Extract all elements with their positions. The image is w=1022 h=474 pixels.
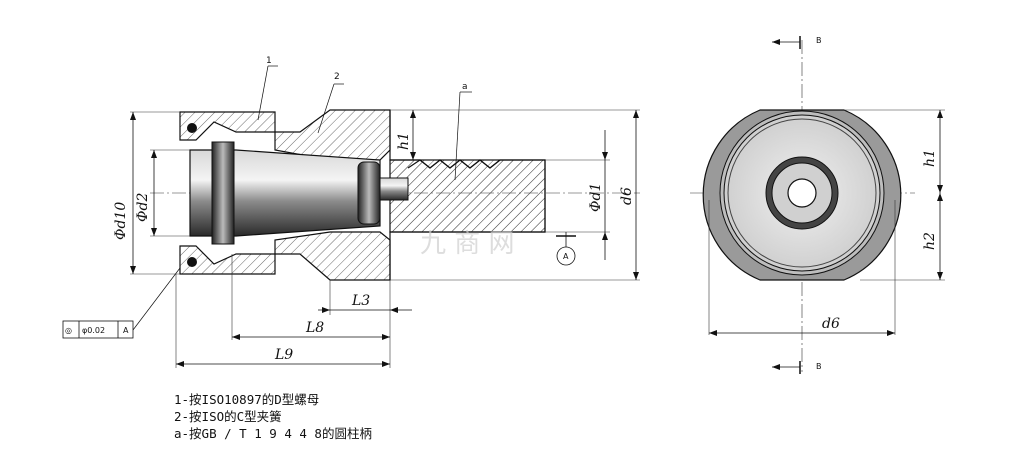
side-section-view: Φd10 Φd2 h1 Φd1 d6 L3 L8: [62, 56, 640, 368]
dim-h1-right: h1: [922, 149, 938, 167]
nut-top: [179, 111, 276, 141]
callout-2: 2: [334, 72, 340, 82]
section-B-bottom: B: [816, 362, 822, 371]
dim-d2: Φd2: [135, 193, 151, 222]
holder-top: [274, 109, 391, 161]
dim-d6-side: d6: [619, 187, 635, 205]
dim-d1: Φd1: [588, 183, 604, 212]
notes-list: 1-按ISO10897的D型螺母 2-按ISO的C型夹簧 a-按GB / T 1…: [174, 391, 372, 442]
datum-A: A: [563, 252, 569, 261]
nut-bottom: [179, 245, 276, 275]
dim-h2-right: h2: [922, 232, 938, 250]
holder-bottom: [274, 231, 391, 281]
note-1: 1-按ISO10897的D型螺母: [174, 392, 320, 407]
callout-1: 1: [266, 56, 272, 66]
note-3: a-按GB / T 1 9 4 4 8的圆柱柄: [174, 426, 372, 441]
tolerance-symbol: ◎: [65, 326, 72, 335]
note-2: 2-按ISO的C型夹簧: [174, 409, 282, 424]
dim-L8: L8: [305, 320, 324, 336]
dim-L3: L3: [351, 293, 370, 309]
tolerance-value: φ0.02: [82, 326, 105, 335]
dim-h1-left: h1: [396, 132, 412, 150]
dim-d10: Φd10: [113, 202, 129, 240]
section-B-top: B: [816, 36, 822, 45]
tolerance-datum: A: [123, 326, 129, 335]
dim-d6-bottom: d6: [822, 316, 840, 332]
dim-L9: L9: [274, 347, 293, 363]
callout-a: a: [462, 82, 468, 92]
tolerance-frame: [62, 320, 134, 339]
end-view: h1 h2 d6 B B: [690, 36, 945, 374]
watermark: 九 商 网: [420, 229, 515, 259]
